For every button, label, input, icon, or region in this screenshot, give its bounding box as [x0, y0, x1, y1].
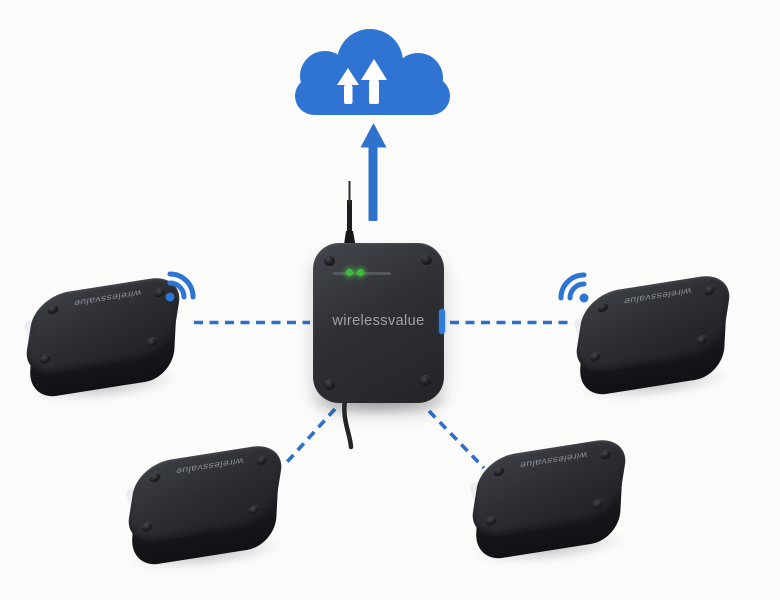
screw-icon	[591, 498, 605, 510]
status-led-green	[346, 269, 353, 276]
screw-icon	[141, 521, 154, 533]
cloud-upload-icon	[295, 29, 450, 115]
screw-icon	[324, 255, 335, 266]
upload-arrows-icon	[337, 59, 387, 104]
sensor-device-bottom-right: wirelessvalue	[468, 435, 630, 570]
sensor-brand-label: wirelessvalue	[174, 455, 244, 477]
screw-icon	[421, 254, 432, 265]
sensor-device-bottom-left: wirelessvalue	[124, 441, 286, 576]
wifi-icon	[558, 272, 589, 303]
status-led-green	[357, 269, 364, 276]
led-strip	[333, 269, 391, 276]
sensor-device-left: wirelessvalue	[22, 273, 184, 408]
screw-icon	[420, 375, 431, 386]
gateway-side-connector	[439, 309, 445, 334]
gateway-body: wirelessvalue	[313, 243, 445, 403]
screw-icon	[39, 353, 52, 365]
gateway-brand-label: wirelessvalue	[332, 313, 425, 329]
screw-icon	[485, 515, 498, 527]
sensor-device-right: wirelessvalue	[572, 271, 734, 406]
screw-icon	[589, 351, 602, 363]
wifi-icon	[165, 271, 196, 302]
arrow-up-icon	[360, 123, 387, 221]
screw-icon	[145, 336, 159, 348]
sensor-brand-label: wirelessvalue	[622, 285, 692, 307]
screw-icon	[324, 379, 335, 390]
sensor-brand-label: wirelessvalue	[518, 449, 588, 471]
gateway-antenna	[343, 181, 356, 248]
screw-icon	[247, 504, 261, 516]
gateway-device: wirelessvalue	[307, 243, 451, 417]
screw-icon	[695, 334, 709, 346]
